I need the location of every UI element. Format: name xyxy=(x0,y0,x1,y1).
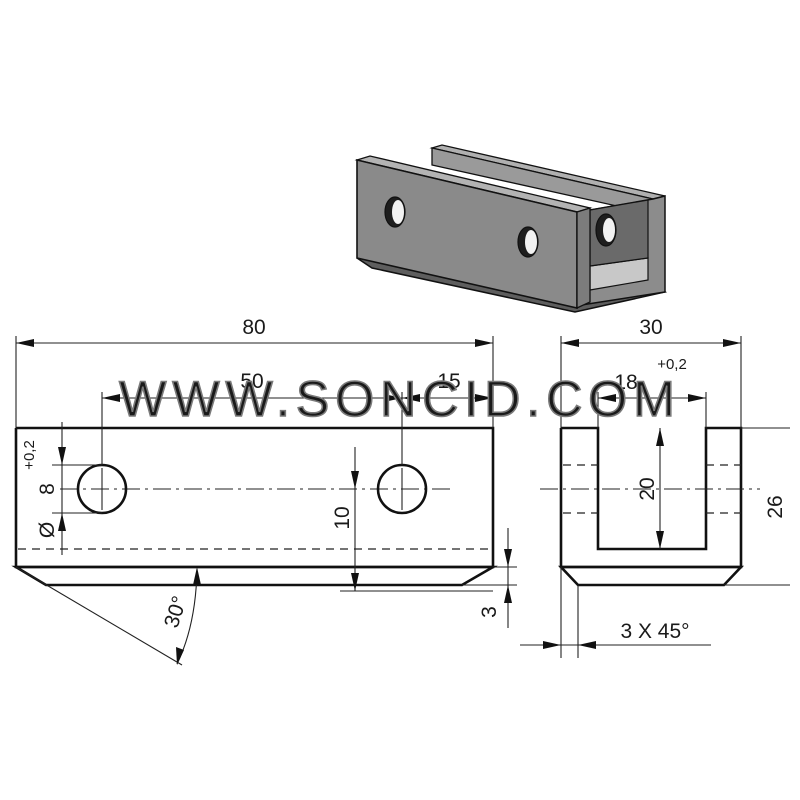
dim-3-arrow-bottom xyxy=(504,585,512,603)
dim-dia-arrow-top xyxy=(58,447,66,465)
dim-dia-symbol: Ø xyxy=(36,522,59,538)
dim-3x45-arrow-left xyxy=(543,641,561,649)
dim-3-label: 3 xyxy=(478,606,501,618)
dim-80-arrow-left xyxy=(16,339,34,347)
front-chamfer xyxy=(11,565,498,587)
dim-3x45-arrow-right xyxy=(578,641,596,649)
dim-side30-arrow-right xyxy=(723,339,741,347)
dim-30deg-arrow-top xyxy=(193,567,201,585)
dim-10-arrow-top xyxy=(351,471,359,489)
iso-hole-left-inner xyxy=(392,200,404,224)
dim-dia-value: 8 xyxy=(36,483,59,495)
watermark-text: WWW.SONCID.COM xyxy=(119,371,681,427)
side-dimensions: 30 18 +0,2 20 26 3 X 45° xyxy=(520,316,790,658)
dim-10-arrow-bottom xyxy=(351,573,359,591)
dim-18-label: 18 xyxy=(614,371,637,394)
dim-side30-label: 30 xyxy=(639,316,662,339)
dim-26-label: 26 xyxy=(764,495,787,518)
iso-front-wall-edge xyxy=(576,207,591,310)
dim-30deg-label: 30° xyxy=(160,593,192,630)
dim-15-arrow-left xyxy=(402,394,420,402)
dim-10-label: 10 xyxy=(331,506,354,529)
dim-dia-arrow-bottom xyxy=(58,513,66,531)
side-view xyxy=(540,426,760,587)
dim-50-label: 50 xyxy=(240,370,263,393)
iso-hole-back-inner xyxy=(603,218,615,242)
dim-3-arrow-top xyxy=(504,549,512,567)
dim-80-arrow-right xyxy=(475,339,493,347)
dim-3x45-label: 3 X 45° xyxy=(620,620,689,643)
isometric-view xyxy=(354,144,668,313)
front-view xyxy=(11,426,498,587)
dim-18-arrow-left xyxy=(598,394,616,402)
front-dimensions: 80 50 15 8 Ø +0,2 10 3 xyxy=(15,316,517,666)
dim-50-arrow-left xyxy=(102,394,120,402)
dim-15-label: 15 xyxy=(437,370,460,393)
dim-30deg-ext xyxy=(15,566,183,666)
dim-18-tolerance: +0,2 xyxy=(657,356,687,373)
dim-20-arrow-top xyxy=(656,428,664,446)
dim-80-label: 80 xyxy=(242,316,265,339)
dim-15-arrow-right xyxy=(475,394,493,402)
dim-side30-arrow-left xyxy=(561,339,579,347)
dim-50-arrow-right xyxy=(384,394,402,402)
dim-20-label: 20 xyxy=(636,477,659,500)
dim-dia-tolerance: +0,2 xyxy=(21,440,38,470)
iso-hole-right-inner xyxy=(525,230,537,254)
dim-30deg-arrow-bottom xyxy=(176,647,184,665)
side-chamfer xyxy=(557,565,745,587)
dim-20-arrow-bottom xyxy=(656,531,664,549)
front-outline xyxy=(14,426,495,569)
dim-18-arrow-right xyxy=(688,394,706,402)
